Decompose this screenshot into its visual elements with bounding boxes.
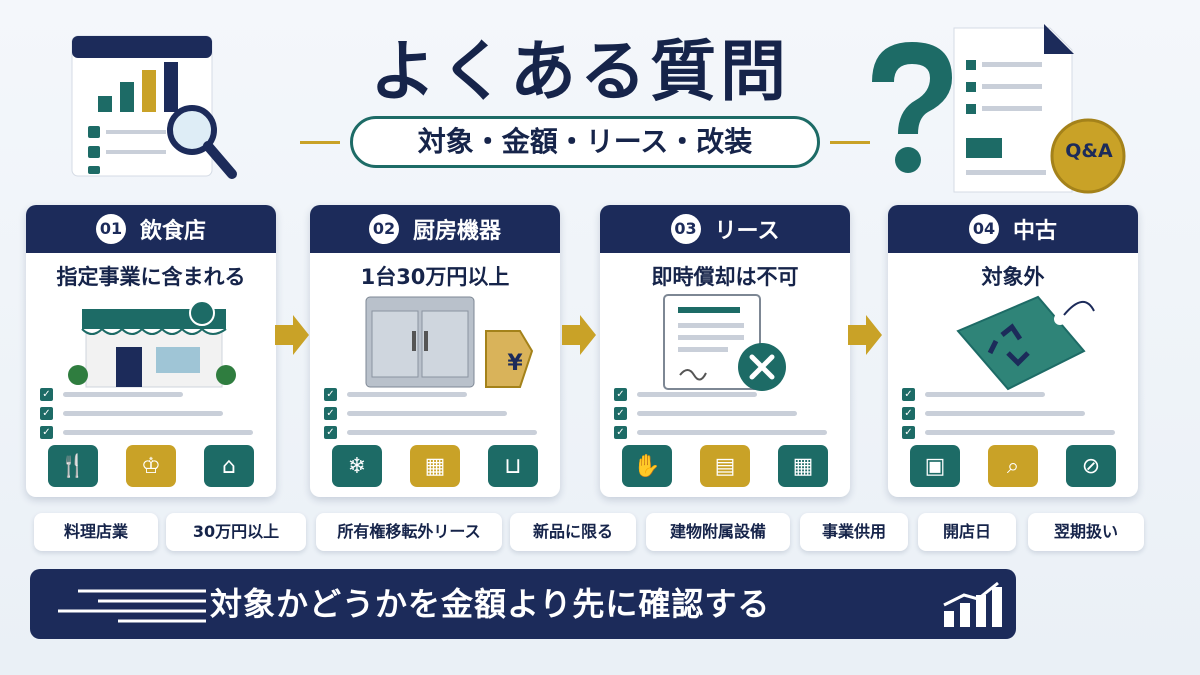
tag-item: 建物附属設備: [646, 513, 790, 551]
sink-icon: ⊔: [488, 445, 538, 487]
tag-item: 所有権移転外リース: [316, 513, 502, 551]
card-subtitle: 1台30万円以上: [360, 265, 510, 289]
card-kitchen-equipment: 02 厨房機器 1台30万円以上 ¥ ✓ ✓ ✓ ❄ ▦ ⊔: [310, 205, 560, 497]
price-tag-symbol: ¥: [507, 351, 523, 376]
document-icon: ▤: [700, 445, 750, 487]
card-subtitle: 即時償却は不可: [651, 265, 799, 289]
speed-lines-icon: [58, 589, 206, 623]
qa-badge-label: Q&A: [1065, 140, 1113, 162]
card-number: 04: [968, 214, 999, 244]
checklist: ✓ ✓ ✓: [324, 385, 546, 442]
calendar-icon: ▦: [778, 445, 828, 487]
storefront-icon: [68, 300, 236, 388]
tag-item: 料理店業: [34, 513, 158, 551]
fork-knife-icon: 🍴: [48, 445, 98, 487]
growth-chart-icon: [943, 581, 1002, 627]
question-document-icon: [872, 24, 1126, 194]
card-number: 01: [95, 214, 126, 244]
arrow-right-icon: [562, 315, 596, 355]
subtitle-pill: 対象・金額・リース・改装: [300, 116, 870, 168]
check-icon: ✓: [40, 388, 53, 401]
arrow-right-icon: [848, 315, 882, 355]
check-icon: ✓: [614, 426, 627, 439]
tag-item: 事業供用: [800, 513, 908, 551]
checklist: ✓ ✓ ✓: [902, 385, 1124, 442]
check-icon: ✓: [614, 407, 627, 420]
tag-item: 新品に限る: [510, 513, 636, 551]
card-title: リース: [714, 219, 780, 244]
check-icon: ✓: [324, 426, 337, 439]
card-title: 飲食店: [139, 219, 206, 244]
box-icon: ▣: [910, 445, 960, 487]
check-icon: ✓: [324, 388, 337, 401]
banner-text: 対象かどうかを金額より先に確認する: [210, 585, 771, 623]
snowflake-icon: ❄: [332, 445, 382, 487]
checklist: ✓ ✓ ✓: [40, 385, 262, 442]
check-icon: ✓: [614, 388, 627, 401]
card-used: 04 中古 対象外 ✓ ✓ ✓ ▣ ⌕ ⊘: [888, 205, 1138, 497]
arrow-right-icon: [275, 315, 309, 355]
card-subtitle: 対象外: [981, 265, 1045, 289]
check-icon: ✓: [902, 426, 915, 439]
recycle-tag-icon: [956, 295, 1095, 391]
check-icon: ✓: [40, 426, 53, 439]
check-icon: ✓: [902, 388, 915, 401]
tag-item: 翌期扱い: [1028, 513, 1144, 551]
prohibited-icon: ⊘: [1066, 445, 1116, 487]
check-icon: ✓: [40, 407, 53, 420]
card-lease: 03 リース 即時償却は不可 ✓ ✓ ✓ ✋ ▤ ▦: [600, 205, 850, 497]
subtitle-text: 対象・金額・リース・改装: [350, 116, 820, 168]
chef-hat-icon: ♔: [126, 445, 176, 487]
card-restaurant: 01 飲食店 指定事業に含まれる ✓ ✓ ✓ 🍴 ♔ ⌂: [26, 205, 276, 497]
check-icon: ✓: [902, 407, 915, 420]
stove-icon: ▦: [410, 445, 460, 487]
card-title: 中古: [1012, 219, 1057, 244]
tag-item: 30万円以上: [166, 513, 306, 551]
card-number: 03: [670, 214, 701, 244]
refrigerator-price-tag-icon: [365, 296, 534, 388]
checklist: ✓ ✓ ✓: [614, 385, 836, 442]
check-icon: ✓: [324, 407, 337, 420]
card-number: 02: [368, 214, 399, 244]
tag-item: 開店日: [918, 513, 1016, 551]
handshake-icon: ✋: [622, 445, 672, 487]
contract-rejected-icon: [663, 294, 786, 391]
shop-icon: ⌂: [204, 445, 254, 487]
magnifier-icon: ⌕: [988, 445, 1038, 487]
conclusion-banner: 対象かどうかを金額より先に確認する: [30, 569, 1016, 639]
card-subtitle: 指定事業に含まれる: [56, 265, 246, 289]
page-title: よくある質問: [370, 33, 790, 110]
chart-document-magnifier-icon: [71, 35, 237, 179]
card-title: 厨房機器: [412, 219, 501, 244]
